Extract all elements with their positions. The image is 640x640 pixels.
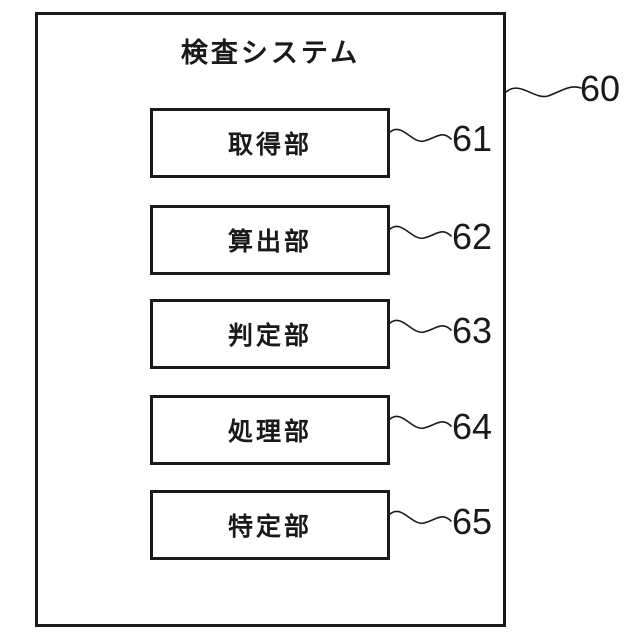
- ref-number-65: 65: [452, 501, 493, 542]
- unit-box-label: 処理部: [227, 418, 312, 446]
- unit-box-label: 算出部: [227, 228, 312, 256]
- ref-number-64: 64: [452, 406, 493, 447]
- ref-number-62: 62: [452, 216, 493, 257]
- ref-number-61: 61: [452, 118, 493, 159]
- unit-box-63: 判定部: [150, 299, 390, 369]
- unit-box-61: 取得部: [150, 108, 390, 178]
- unit-box-label: 特定部: [227, 513, 312, 541]
- system-title: 検査システム: [180, 38, 361, 68]
- unit-box-65: 特定部: [150, 490, 390, 560]
- unit-box-label: 判定部: [227, 322, 312, 350]
- ref-number-63: 63: [452, 310, 493, 351]
- leader-line-60: [505, 86, 582, 98]
- unit-box-62: 算出部: [150, 205, 390, 275]
- unit-box-label: 取得部: [227, 131, 312, 159]
- ref-number-60: 60: [580, 68, 621, 109]
- unit-box-64: 処理部: [150, 395, 390, 465]
